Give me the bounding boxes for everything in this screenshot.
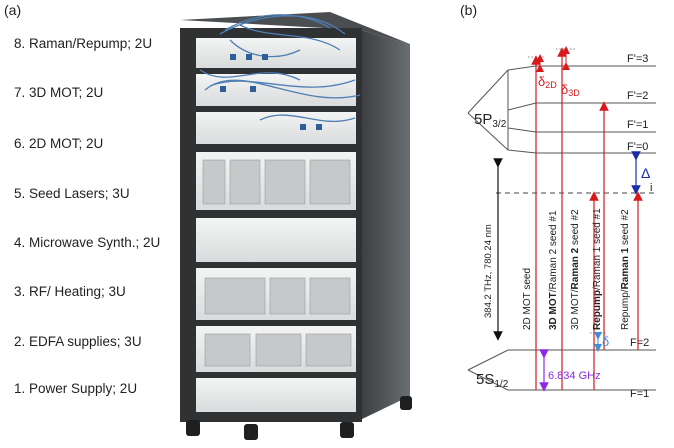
rack-label-6: 6. 2D MOT; 2U [14,136,104,151]
rack-label-7: 7. 3D MOT; 2U [14,85,104,100]
excited-state-label: 5P3/2 [474,111,507,130]
rack-label-8: 8. Raman/Repump; 2U [14,36,153,51]
big-delta-label: Δ [641,165,650,181]
unit-1 [196,378,356,412]
level-f0p-label: F'=0 [627,141,648,153]
rack-label-2: 2. EDFA supplies; 3U [14,334,142,349]
level-i-label: i [650,182,652,194]
unit-4 [196,218,356,262]
level-f1-label: F=1 [630,388,649,400]
ground-state-label: 5S1/2 [476,371,509,390]
delta-3d-label: δ3D [561,82,580,98]
unit-8 [196,38,356,68]
unit-6 [196,112,356,144]
rack-top [180,12,410,44]
level-f2-label: F=2 [630,337,649,349]
rack-side [360,30,410,420]
seed-label-repump-2: Repump/Raman 1 seed #2 [620,209,631,330]
level-5s-fan [467,349,656,371]
panel-b-label: (b) [460,2,478,18]
level-f3-label: F'=3 [627,53,648,65]
seed-label-2dmot: 2D MOT seed [522,268,533,330]
delta-2d-label: δ2D [538,74,557,90]
level-f1p-label: F'=1 [627,119,648,131]
seed-label-3dmot-2: 3D MOT/Raman 2 seed #2 [570,209,581,330]
seed-label-3dmot-1: 3D MOT/Raman 2 seed #1 [548,210,559,330]
rack-label-5: 5. Seed Lasers; 3U [14,186,130,201]
level-5p-fan [467,65,656,114]
rack-label-3: 3. RF/ Heating; 3U [14,284,126,299]
seed-label-repump-1: Repump/Raman 1 seed #1 [592,208,603,330]
small-delta-label: δ [602,334,609,349]
hyperfine-label: 6.834 GHz [548,370,601,382]
level-f2p-label: F'=2 [627,90,648,102]
rack-label-4: 4. Microwave Synth.; 2U [14,235,161,250]
panel-a-label: (a) [4,2,22,18]
rack-label-1: 1. Power Supply; 2U [14,381,138,396]
transition-label: 384.2 THz, 780.24 nm [483,224,494,318]
